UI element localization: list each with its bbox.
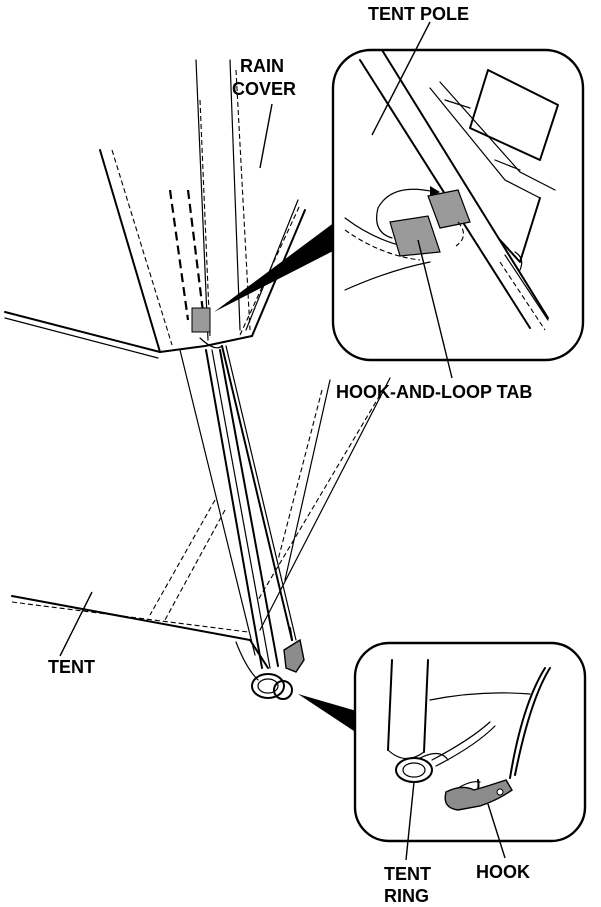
leader-tent-pole — [371, 21, 431, 136]
detail-inset-hook-and-loop — [331, 48, 585, 362]
tent-pole — [205, 345, 297, 669]
label-tent-ring-line1: TENT — [384, 864, 431, 884]
label-hook: HOOK — [476, 862, 530, 882]
leader-tent — [59, 591, 93, 657]
tent-ring-main — [251, 673, 293, 700]
label-rain-cover-line1: RAIN — [240, 56, 284, 76]
label-hook-and-loop-tab: HOOK-AND-LOOP TAB — [336, 382, 532, 402]
leader-tent-ring — [405, 781, 415, 861]
rain-cover — [4, 59, 306, 359]
label-rain-cover-line2: COVER — [232, 79, 296, 99]
hook-and-loop-tab-main — [191, 307, 211, 333]
callout-wedge-bottom — [298, 694, 360, 735]
callout-wedge-top — [214, 222, 335, 312]
leader-hook-and-loop-tab — [417, 239, 453, 379]
leader-hook — [487, 803, 506, 859]
label-tent-pole: TENT POLE — [368, 4, 469, 24]
label-tent-ring-line2: RING — [384, 886, 429, 906]
detail-inset-ring-and-hook — [353, 641, 587, 843]
hook-main — [283, 627, 305, 673]
tent-body — [11, 349, 391, 681]
leader-rain-cover — [259, 103, 273, 169]
label-tent: TENT — [48, 657, 95, 677]
